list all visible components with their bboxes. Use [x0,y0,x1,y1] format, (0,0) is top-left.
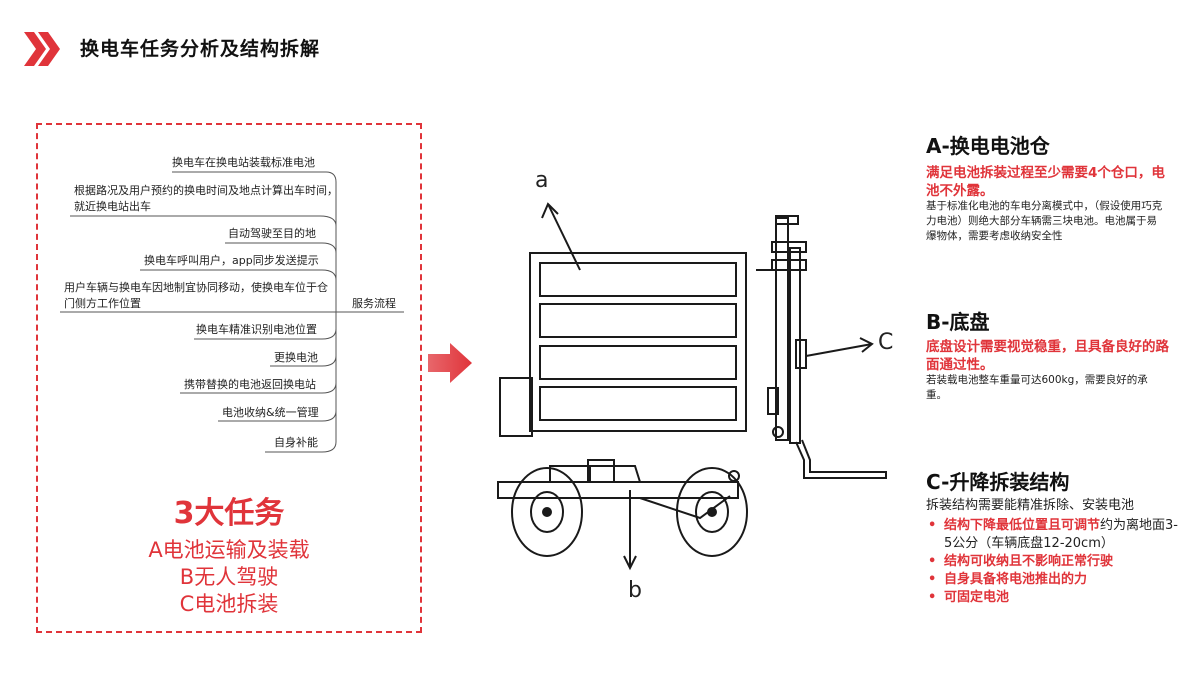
flow-root-label: 服务流程 [352,297,396,310]
flow-item: 用户车辆与换电车因地制宜协同移动，使换电车位于仓门侧方工作位置 [64,281,328,310]
arrow-right-icon [428,343,472,383]
diagram-label-a: a [535,168,549,193]
section-a-title: A-换电电池仓 [926,134,1050,158]
section-b-title: B-底盘 [926,310,990,334]
flow-item: 换电车呼叫用户，app同步发送提示 [144,254,319,267]
tasks-title: 3大任务 [173,496,285,531]
section-a-highlight: 满足电池拆装过程至少需要4个仓口，电池不外露。 [926,165,1165,199]
list-item: •可固定电池 [928,590,1010,605]
flow-item: 更换电池 [274,351,318,364]
flow-item: 换电车精准识别电池位置 [196,323,317,336]
flow-item: 携带替换的电池返回换电站 [184,378,316,391]
list-item: •结构下降最低位置且可调节约为离地面3-5公分（车辆底盘12-20cm） [928,518,1178,551]
section-c-bullets: •结构下降最低位置且可调节约为离地面3-5公分（车辆底盘12-20cm） •结构… [926,517,1186,607]
section-b-note: 若装载电池整车重量可达600kg，需要良好的承重。 [926,374,1148,401]
section-c-title: C-升降拆装结构 [926,470,1070,494]
list-item: •自身具备将电池推出的力 [928,572,1088,587]
task-line-b: B无人驾驶 [179,565,279,589]
flow-item: 根据路况及用户预约的换电时间及地点计算出车时间，就近换电站出车 [74,184,338,213]
flow-item: 换电车在换电站装载标准电池 [172,156,315,169]
section-a-note: 基于标准化电池的车电分离模式中，（假设使用巧克力电池）则绝大部分车辆需三块电池。… [926,200,1163,242]
task-line-c: C电池拆装 [179,592,279,616]
task-line-a: A电池运输及装载 [148,538,310,562]
flow-item: 自动驾驶至目的地 [228,227,316,240]
vehicle-structure-diagram [497,202,887,571]
list-item: •结构可收纳且不影响正常行驶 [928,554,1114,569]
chassis-frame [497,481,739,499]
flow-item: 自身补能 [274,436,318,449]
battery-cabin [529,252,747,432]
section-c-body: 拆装结构需要能精准拆除、安装电池 [926,498,1135,513]
lift-mast [775,217,789,441]
page-title: 换电车任务分析及结构拆解 [80,38,321,60]
service-flow-panel [36,123,422,633]
diagram-label-b: b [628,578,642,603]
diagram-label-c: C [878,330,894,355]
chevron-double-icon [24,32,60,66]
flow-item: 电池收纳&统一管理 [222,406,319,419]
section-b-highlight: 底盘设计需要视觉稳重，且具备良好的路面通过性。 [926,339,1169,373]
